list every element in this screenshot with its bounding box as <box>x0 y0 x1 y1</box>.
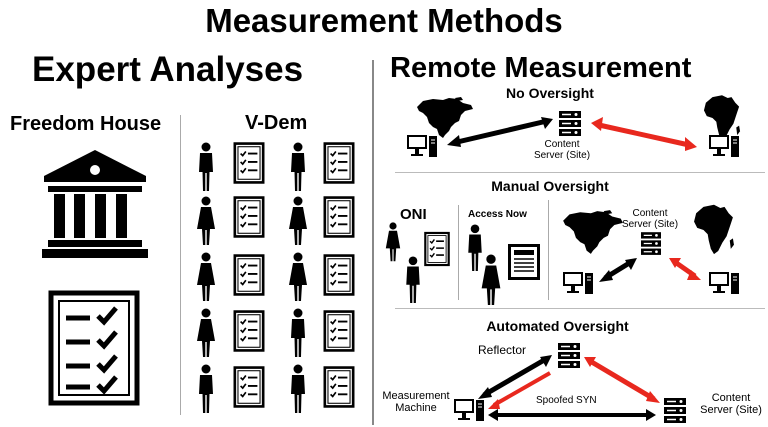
person-icon <box>385 222 401 262</box>
north-america-map-icon <box>417 97 473 138</box>
server-icon <box>559 111 581 137</box>
checklist-icon <box>323 254 355 296</box>
person-icon <box>197 308 215 357</box>
africa-map-icon <box>703 95 741 140</box>
computer-icon <box>454 399 484 422</box>
checklist-icon <box>323 196 355 238</box>
server-icon <box>558 343 580 369</box>
computer-icon <box>407 135 437 158</box>
manual-diagram <box>563 204 739 295</box>
vdem-label: V-Dem <box>245 112 308 134</box>
server-label-line-2: Server (Site) <box>621 219 679 230</box>
checklist-icon <box>233 196 265 238</box>
checklist-icon <box>323 142 355 184</box>
person-icon <box>199 142 213 191</box>
server-label-line-1: Content <box>632 208 668 219</box>
automated-diagram <box>454 343 686 424</box>
no-oversight-diagram <box>407 95 741 158</box>
automated-oversight-title: Automated Oversight <box>486 318 629 334</box>
slide-title: Measurement Methods <box>205 2 563 39</box>
checklist-icon <box>233 254 265 296</box>
person-icon <box>291 364 305 413</box>
checklist-icon <box>233 142 265 184</box>
no-oversight-title: No Oversight <box>506 85 594 101</box>
checklist-icon <box>233 366 265 408</box>
separator <box>395 308 765 309</box>
divider <box>458 205 459 300</box>
manual-server-label: Content Server (Site) <box>612 208 688 230</box>
checklist-icon <box>323 310 355 352</box>
person-icon <box>197 252 215 301</box>
measurement-line-1: Measurement <box>382 390 450 402</box>
person-icon <box>289 196 307 245</box>
manual-people <box>385 222 540 305</box>
server-label-line-2: Server (Site) <box>533 150 591 161</box>
computer-icon <box>709 135 739 158</box>
person-icon <box>199 364 213 413</box>
person-icon <box>289 252 307 301</box>
separator <box>395 172 765 173</box>
main-divider <box>372 60 374 425</box>
person-icon <box>406 256 420 304</box>
right-heading: Remote Measurement <box>390 52 692 84</box>
content-line-2: Server (Site) <box>700 404 762 416</box>
no-oversight-server-label: Content Server (Site) <box>520 139 604 161</box>
server-label-line-1: Content <box>544 139 580 150</box>
divider <box>548 200 549 300</box>
measurement-machine-label: Measurement Machine <box>378 390 454 414</box>
expert-divider <box>180 115 181 415</box>
north-america-map-icon <box>563 210 623 254</box>
oni-label: ONI <box>400 206 427 223</box>
computer-icon <box>563 272 593 295</box>
measurement-line-2: Machine <box>395 402 437 414</box>
server-icon <box>664 397 686 424</box>
person-icon <box>197 196 215 245</box>
africa-map-icon <box>694 204 734 255</box>
spoofed-syn-label: Spoofed SYN <box>536 395 597 406</box>
checklist-icon <box>323 366 355 408</box>
automated-content-server-label: Content Server (Site) <box>694 392 768 416</box>
person-icon <box>468 224 482 272</box>
person-icon <box>291 308 305 357</box>
left-heading: Expert Analyses <box>32 50 304 89</box>
person-icon <box>291 142 305 191</box>
checklist-icon <box>48 290 140 406</box>
access-now-label: Access Now <box>468 209 527 220</box>
content-line-1: Content <box>711 392 751 404</box>
freedom-house-label: Freedom House <box>10 113 162 135</box>
checklist-icon <box>424 231 450 267</box>
manual-oversight-title: Manual Oversight <box>491 178 609 194</box>
newspaper-icon <box>508 244 540 280</box>
computer-icon <box>709 272 739 295</box>
checklist-icon <box>233 310 265 352</box>
person-icon <box>481 254 501 305</box>
server-icon <box>641 232 661 256</box>
reflector-label: Reflector <box>478 343 527 357</box>
bank-icon <box>42 150 148 258</box>
vdem-grid <box>197 142 355 413</box>
